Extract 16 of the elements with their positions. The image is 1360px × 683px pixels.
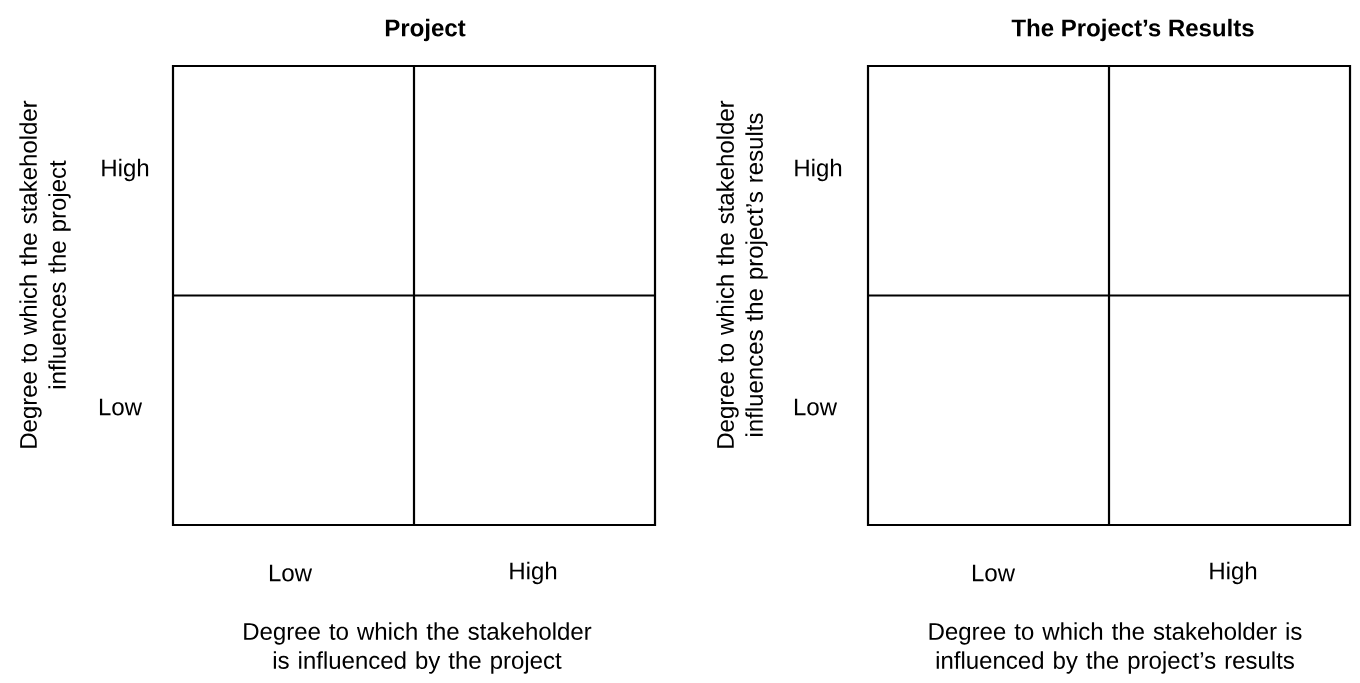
axis-label: High — [102, 158, 149, 182]
axis-title: Degree to which the stakeholder is influenced by the project’s results — [929, 622, 1302, 674]
axis-label: Low — [972, 564, 1016, 582]
axis-title: Degree to which the stakeholder influences the project’s results — [716, 100, 768, 448]
axis-label: Low — [794, 398, 838, 416]
quadrant-grid — [866, 64, 1352, 527]
axis-title: Degree to which the stakeholder is influenced by the project — [244, 622, 592, 674]
axis-label: High — [1210, 561, 1257, 585]
axis-label: High — [795, 158, 842, 182]
axis-label: Low — [99, 398, 143, 416]
axis-label: Low — [269, 564, 313, 582]
axis-label: High — [510, 561, 557, 585]
chart-title: Project — [385, 18, 466, 42]
axis-title: Degree to which the stakeholder influences the project — [19, 100, 71, 448]
quadrant-grid — [171, 64, 657, 527]
chart-title: The Project’s Results — [1011, 18, 1254, 42]
